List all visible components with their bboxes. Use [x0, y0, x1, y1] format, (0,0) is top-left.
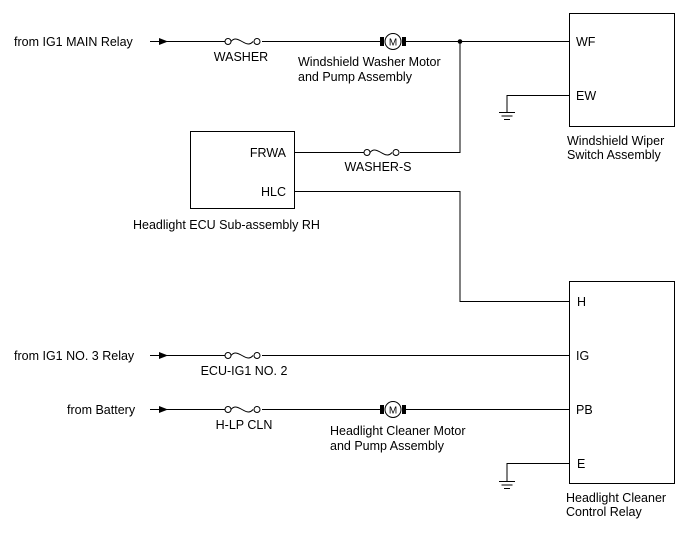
washer-motor-symbol: M: [389, 38, 397, 49]
pin-e-label: E: [577, 457, 585, 471]
fuse-ecu-ig1-no2-label: ECU-IG1 NO. 2: [201, 364, 288, 378]
wire-hlc-to-h: [295, 191, 569, 302]
cleaner-motor-icon: M: [380, 401, 406, 418]
source-ig1-no3-label: from IG1 NO. 3 Relay: [14, 349, 135, 363]
fuse-ecu-ig1-no2-symbol: [224, 352, 261, 359]
washer-motor-label-line2: and Pump Assembly: [298, 70, 413, 84]
cleaner-motor-label-line1: Headlight Cleaner Motor: [330, 424, 466, 438]
ground-e: [499, 463, 569, 489]
headlight-ecu-name: Headlight ECU Sub-assembly RH: [133, 218, 320, 232]
pin-h-label: H: [577, 295, 586, 309]
wiper-switch-box: [569, 13, 675, 127]
ground-ew: [499, 95, 569, 120]
pin-hlc-label: HLC: [261, 185, 286, 199]
cleaner-relay-name-line1: Headlight Cleaner: [566, 491, 666, 505]
washer-motor-label-line1: Windshield Washer Motor: [298, 55, 441, 69]
pin-frwa-label: FRWA: [250, 146, 287, 160]
wire-ig1-main-to-wf: [150, 38, 569, 153]
wiper-switch-name-line1: Windshield Wiper: [567, 134, 664, 148]
pin-ew-label: EW: [576, 89, 596, 103]
pin-wf-label: WF: [576, 35, 596, 49]
source-battery-label: from Battery: [67, 403, 136, 417]
fuse-washer-s-symbol: [363, 149, 400, 156]
fuse-washer-symbol: [224, 38, 261, 45]
fuse-washer-s-label: WASHER-S: [345, 160, 412, 174]
wiper-switch-name-line2: Switch Assembly: [567, 148, 662, 162]
cleaner-relay-box: [569, 281, 675, 484]
cleaner-relay-name-line2: Control Relay: [566, 505, 642, 519]
washer-motor-icon: M: [380, 33, 406, 50]
source-ig1-main-label: from IG1 MAIN Relay: [14, 35, 134, 49]
pin-pb-label: PB: [576, 403, 593, 417]
pin-ig-label: IG: [576, 349, 589, 363]
cleaner-motor-symbol: M: [389, 406, 397, 417]
fuse-hlp-cln-symbol: [224, 406, 261, 413]
cleaner-motor-label-line2: and Pump Assembly: [330, 439, 445, 453]
headlight-ecu-box: [190, 131, 295, 209]
fuse-hlp-cln-label: H-LP CLN: [216, 418, 273, 432]
fuse-washer-label: WASHER: [214, 50, 268, 64]
